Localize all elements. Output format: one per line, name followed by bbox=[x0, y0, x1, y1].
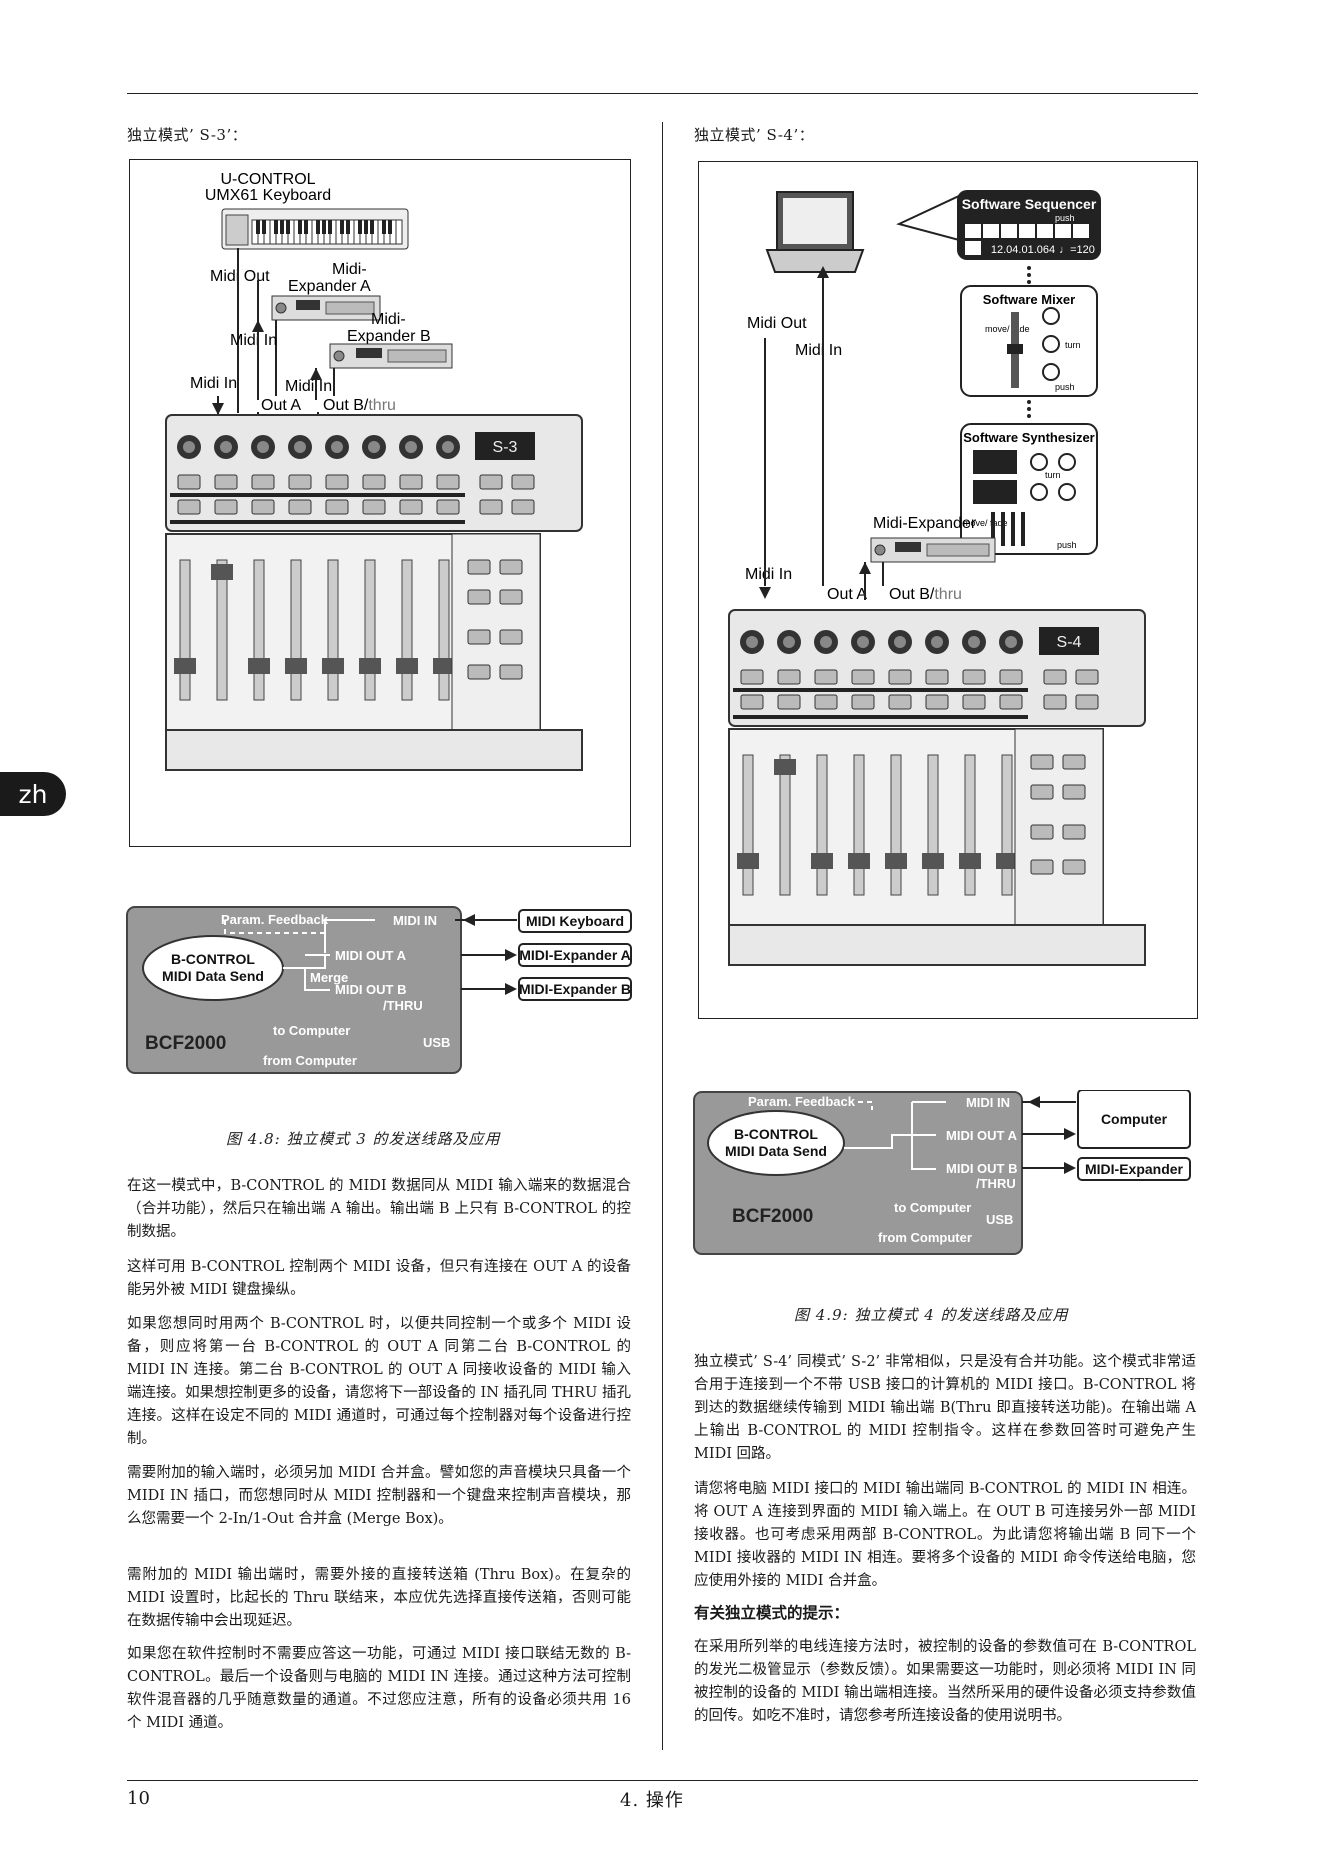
expander-a-label-2: Expander A bbox=[288, 278, 371, 295]
expander-b-label-1: Midi- bbox=[371, 311, 406, 328]
controller-display: S-3 bbox=[493, 439, 518, 456]
out-b-s4: Out B/thru bbox=[889, 586, 962, 603]
midi-out-a-label-s3: MIDI OUT A bbox=[335, 948, 407, 963]
bcf2000-controller-s4: S-4 bbox=[728, 609, 1146, 966]
param-feedback-label-s4: Param. Feedback bbox=[748, 1094, 856, 1109]
midi-data-send-label-s4: MIDI Data Send bbox=[725, 1143, 827, 1159]
synth-title: Software Synthesizer bbox=[963, 430, 1095, 445]
section-label-s4: 独立模式’ S-4’： bbox=[694, 126, 815, 144]
language-tab[interactable]: zh bbox=[0, 772, 66, 816]
diagram-s4: Software Sequencer push 12.04.01.064 ♩=1… bbox=[728, 190, 1146, 966]
expander-a-graphic bbox=[271, 295, 381, 321]
midi-out-label: Midi Out bbox=[210, 268, 270, 285]
column-divider bbox=[662, 122, 663, 1750]
section-label-s3: 独立模式’ S-3’： bbox=[127, 126, 248, 144]
mixer-turn: turn bbox=[1065, 340, 1081, 350]
diagram-s4-frame: Software Sequencer push 12.04.01.064 ♩=1… bbox=[698, 161, 1198, 1019]
bcf2000-controller-s3: S-3 bbox=[165, 414, 583, 771]
from-computer-label-s3: from Computer bbox=[263, 1053, 357, 1068]
midi-data-send-label-s3: MIDI Data Send bbox=[162, 968, 264, 984]
bottom-rule bbox=[127, 1780, 1198, 1781]
tips-heading: 有关独立模式的提示： bbox=[694, 1603, 850, 1622]
target-computer: Computer bbox=[1101, 1111, 1168, 1127]
merge-label-s3: Merge bbox=[310, 970, 348, 985]
midi-out-a-label-s4: MIDI OUT A bbox=[946, 1128, 1018, 1143]
controller-display-s4: S-4 bbox=[1057, 634, 1082, 651]
target-midi-keyboard: MIDI Keyboard bbox=[526, 913, 624, 929]
tips-paragraph: 在采用所列举的电线连接方法时，被控制的设备的参数值可在 B-CONTROL 的发… bbox=[694, 1639, 1196, 1724]
synth-turn: turn bbox=[1045, 470, 1061, 480]
usb-label-s3: USB bbox=[423, 1035, 450, 1050]
seq-counter: 12.04.01.064 bbox=[991, 244, 1055, 256]
midi-out-b-label-s4: MIDI OUT B bbox=[946, 1161, 1018, 1176]
midi-in-laptop-s4: Midi In bbox=[795, 342, 842, 359]
bcontrol-label-s4: B-CONTROL bbox=[734, 1126, 818, 1142]
from-computer-label-s4: from Computer bbox=[878, 1230, 972, 1245]
software-mixer-panel: Software Mixer move/ fade turn push bbox=[960, 285, 1098, 397]
figure-caption-4-8: 图 4.8: 独立模式 3 的发送线路及应用 bbox=[226, 1130, 501, 1148]
midi-in-label-s3: MIDI IN bbox=[393, 913, 437, 928]
bcontrol-label-s3: B-CONTROL bbox=[171, 951, 255, 967]
target-midi-expander: MIDI-Expander bbox=[1085, 1161, 1184, 1177]
to-computer-label-s3: to Computer bbox=[273, 1023, 350, 1038]
out-a-label: Out A bbox=[261, 397, 301, 414]
target-expander-a: MIDI-Expander A bbox=[519, 947, 631, 963]
usb-label-s4: USB bbox=[986, 1212, 1013, 1227]
page-number: 10 bbox=[127, 1788, 150, 1809]
out-a-s4: Out A bbox=[827, 586, 867, 603]
diagram-s3: U-CONTROL UMX61 Keyboard bbox=[165, 171, 583, 771]
seq-title: Software Sequencer bbox=[962, 196, 1097, 212]
mixer-move-fade: move/ fade bbox=[985, 324, 1030, 334]
thru-label-s3: /THRU bbox=[383, 998, 423, 1013]
midi-in-b-label: Midi In bbox=[285, 378, 332, 395]
expander-b-graphic bbox=[329, 343, 453, 369]
to-computer-label-s4: to Computer bbox=[894, 1200, 971, 1215]
midi-in-ctrl-label: Midi In bbox=[190, 375, 237, 392]
synth-move-fade: move/ fade bbox=[963, 518, 1008, 528]
midi-out-s4: Midi Out bbox=[747, 315, 807, 332]
expander-b-label-2: Expander B bbox=[347, 328, 431, 345]
bcf-label-s3: BCF2000 bbox=[145, 1033, 226, 1054]
chapter-title: 4. 操作 bbox=[620, 1790, 684, 1811]
laptop-graphic bbox=[765, 191, 865, 273]
software-synth-panel: Software Synthesizer turn move/ fade pus… bbox=[960, 423, 1098, 555]
right-paragraph-1: 独立模式’ S-4’ 同模式’ S-2’ 非常相似，只是没有合并功能。这个模式非… bbox=[694, 1354, 1196, 1462]
expander-s4: Midi-Expander bbox=[873, 515, 977, 532]
top-rule bbox=[127, 93, 1198, 94]
right-paragraph-2: 请您将电脑 MIDI 接口的 MIDI 输出端同 B-CONTROL 的 MID… bbox=[694, 1481, 1196, 1589]
expander-s4-graphic bbox=[870, 537, 996, 563]
keyboard-title-1: U-CONTROL bbox=[220, 171, 315, 188]
midi-in-ctrl-s4: Midi In bbox=[745, 566, 792, 583]
expander-a-label-1: Midi- bbox=[332, 261, 367, 278]
bcf-label-s4: BCF2000 bbox=[732, 1206, 813, 1227]
target-expander-b: MIDI-Expander B bbox=[519, 981, 631, 997]
flow-diagram-s3: B-CONTROL MIDI Data Send Param. Feedback… bbox=[126, 906, 632, 1074]
figure-caption-4-9: 图 4.9: 独立模式 4 的发送线路及应用 bbox=[794, 1306, 1069, 1324]
seq-push-label: push bbox=[1055, 213, 1075, 223]
left-paragraph-6: 如果您在软件控制时不需要应答这一功能，可通过 MIDI 接口联结无数的 B-CO… bbox=[127, 1646, 631, 1731]
keyboard-graphic bbox=[221, 208, 409, 250]
midi-in-label-s4: MIDI IN bbox=[966, 1095, 1010, 1110]
seq-tempo: ♩=120 bbox=[1059, 244, 1095, 256]
midi-out-b-label-s3: MIDI OUT B bbox=[335, 982, 407, 997]
diagram-s3-frame: U-CONTROL UMX61 Keyboard bbox=[129, 159, 631, 847]
mixer-title: Software Mixer bbox=[983, 292, 1075, 307]
left-paragraph-5: 需附加的 MIDI 输出端时，需要外接的直接转送箱 (Thru Box)。在复杂… bbox=[127, 1567, 631, 1629]
left-paragraph-1: 在这一模式中，B-CONTROL 的 MIDI 数据同从 MIDI 输入端来的数… bbox=[127, 1178, 631, 1240]
param-feedback-label-s3: Param. Feedback bbox=[221, 912, 329, 927]
thru-label-s4: /THRU bbox=[976, 1176, 1016, 1191]
flow-diagram-s4: B-CONTROL MIDI Data Send Param. Feedback… bbox=[693, 1090, 1191, 1255]
out-b-label: Out B/thru bbox=[323, 397, 396, 414]
left-paragraph-4: 需要附加的输入端时，必须另加 MIDI 合并盒。譬如您的声音模块只具备一个 MI… bbox=[127, 1465, 631, 1527]
midi-in-a-label: Midi In bbox=[230, 332, 277, 349]
synth-push: push bbox=[1057, 540, 1077, 550]
keyboard-title-2: UMX61 Keyboard bbox=[205, 187, 331, 204]
cables-s3 bbox=[237, 248, 335, 413]
mixer-push: push bbox=[1055, 382, 1075, 392]
left-paragraph-2: 这样可用 B-CONTROL 控制两个 MIDI 设备，但只有连接在 OUT A… bbox=[127, 1259, 631, 1298]
left-paragraph-3: 如果您想同时用两个 B-CONTROL 时，以便共同控制一个或多个 MIDI 设… bbox=[127, 1316, 631, 1447]
software-sequencer-panel: Software Sequencer push 12.04.01.064 ♩=1… bbox=[957, 190, 1101, 260]
